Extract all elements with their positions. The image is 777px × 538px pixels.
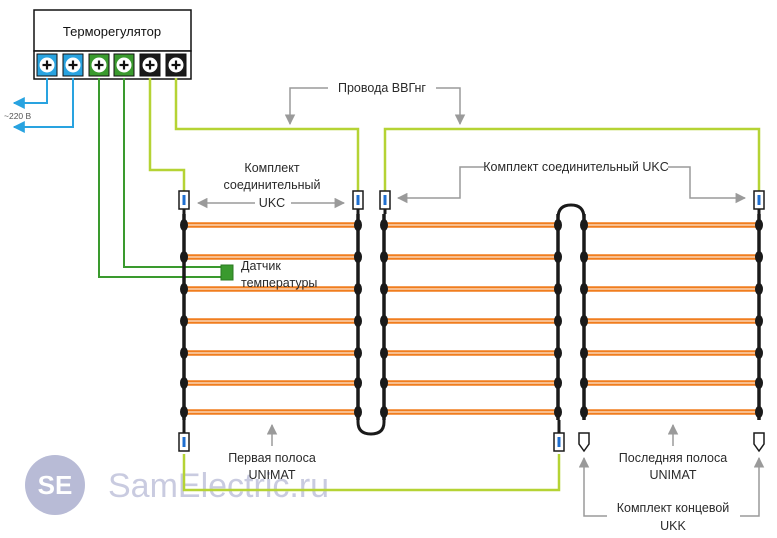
sensor-label-line1: Датчик	[241, 259, 281, 273]
connector-icon	[553, 420, 565, 452]
connector-icon	[352, 190, 364, 214]
end-cap-icon	[753, 432, 765, 453]
end-cap-icon	[578, 432, 590, 453]
watermark: SE SamElectric.ru	[25, 455, 329, 515]
strip-loop-top	[556, 203, 586, 225]
heating-strips	[180, 214, 763, 420]
connector-icon	[178, 420, 190, 452]
power-wires	[148, 78, 761, 492]
heating-strip	[380, 214, 562, 420]
end-kit-label-line1: Комплект концевой	[617, 501, 730, 515]
first-strip-label-line2: UNIMAT	[249, 468, 296, 482]
connector-icon	[379, 190, 391, 214]
plus-terminal-icon	[36, 53, 58, 77]
plus-terminal-icon	[113, 53, 135, 77]
arrow-icon	[436, 87, 466, 126]
plus-terminal-icon	[165, 53, 187, 77]
annotations: Провода ВВГнг Комплект соединительный UK…	[196, 81, 765, 533]
plus-terminal-icon	[62, 53, 84, 77]
sensor-icon	[220, 264, 234, 281]
connector-kits	[178, 190, 765, 452]
connector-kit-single-label: Комплект соединительный UKC	[483, 160, 669, 174]
last-strip-label-line2: UNIMAT	[650, 468, 697, 482]
sensor-wire-1	[98, 78, 224, 278]
connector-kit-label-line2: соединительный	[224, 178, 321, 192]
logo-icon	[25, 455, 85, 515]
arrow-icon	[668, 166, 747, 204]
arrow-icon	[284, 87, 328, 126]
sensor-wires	[98, 78, 234, 281]
supply-wires: ~220 В	[4, 78, 74, 133]
sensor-wire-2	[123, 78, 224, 268]
plus-terminal-icon	[139, 53, 161, 77]
watermark-logo: SE	[38, 470, 73, 500]
power-wire-bottom	[182, 454, 561, 492]
strip-loop-bottom	[356, 412, 386, 436]
last-strip-label-line1: Последняя полоса	[619, 451, 727, 465]
supply-wire-1	[12, 78, 48, 109]
arrow-icon	[578, 456, 607, 517]
connector-kit-label-line1: Комплект	[244, 161, 299, 175]
power-wire-top-right	[383, 127, 761, 192]
terminal-block	[36, 53, 187, 77]
thermostat-controller: Терморегулятор	[33, 9, 192, 80]
supply-voltage-label: ~220 В	[4, 111, 32, 121]
connector-icon	[753, 190, 765, 214]
sensor-label-line2: температуры	[241, 276, 317, 290]
end-caps	[578, 432, 765, 453]
supply-wire-2	[12, 78, 74, 133]
heating-strip	[580, 214, 763, 420]
power-wire-top-left	[174, 78, 360, 192]
connector-icon	[178, 190, 190, 214]
heating-strip	[180, 214, 362, 420]
end-kit-label-line2: UKK	[660, 519, 686, 533]
plus-terminal-icon	[88, 53, 110, 77]
arrow-icon	[740, 456, 765, 517]
wires-label: Провода ВВГнг	[338, 81, 426, 95]
power-wire-left	[148, 78, 186, 192]
first-strip-label-line1: Первая полоса	[228, 451, 316, 465]
controller-title: Терморегулятор	[63, 24, 161, 39]
arrow-icon	[396, 166, 484, 204]
watermark-text: SamElectric.ru	[108, 467, 329, 505]
connector-kit-label-line3: UKC	[259, 196, 285, 210]
